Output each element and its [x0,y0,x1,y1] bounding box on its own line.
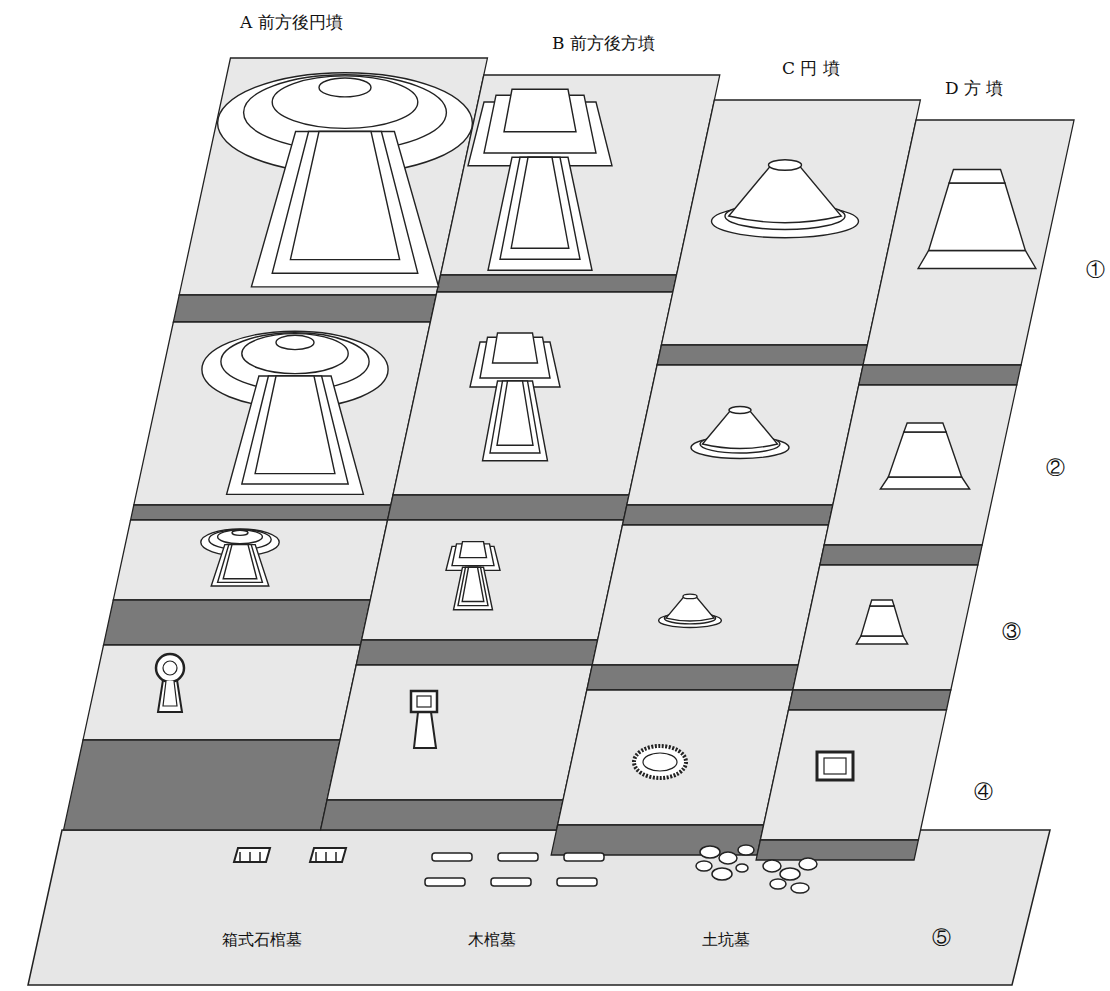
base-slab [28,830,1050,985]
callout-number: ② [1046,456,1065,479]
grave-type-label: 土坑墓 [702,930,750,949]
grave-type-label: 木棺墓 [468,930,516,949]
stepped-columns [57,58,1087,860]
column-header: B 前方後方墳 [552,33,655,53]
column-header: C 円 墳 [782,58,840,78]
plan-figures [156,654,853,780]
column-header: A 前方後円墳 [240,12,343,32]
grave-figures [234,845,817,893]
callout-number: ① [1086,258,1105,281]
mound-figures [201,73,1036,644]
column-header: D 方 墳 [945,78,1003,98]
callout-number: ③ [1002,620,1021,643]
callout-number: ⑤ [932,926,951,949]
grave-type-label: 箱式石棺墓 [222,930,302,949]
callout-number: ④ [974,780,993,803]
